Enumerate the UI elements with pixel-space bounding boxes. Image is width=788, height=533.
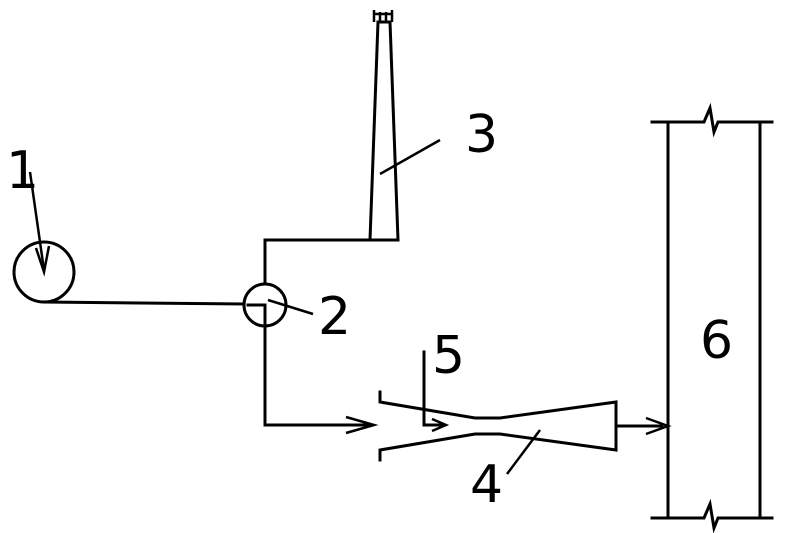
component-6-column: 6 — [650, 102, 774, 533]
label-2: 2 — [318, 287, 351, 347]
leader-line-1 — [28, 171, 46, 271]
label-6: 6 — [700, 311, 733, 371]
pipe-pump-to-valve — [42, 300, 246, 306]
arrow-head-inlet — [431, 417, 450, 433]
leader-line-2 — [267, 298, 314, 316]
label-3: 3 — [465, 105, 498, 165]
component-5-inlet: 5 — [422, 326, 465, 433]
component-1-pump: 1 — [6, 141, 246, 306]
arrow-head-to-ejector — [345, 415, 379, 435]
label-1: 1 — [6, 141, 39, 201]
column-top-break — [650, 102, 774, 138]
component-3-stack: 3 — [368, 10, 498, 242]
arrow-head-1 — [34, 245, 51, 277]
leader-line-3 — [379, 138, 441, 176]
stack-body — [368, 20, 400, 242]
component-4-ejector: 4 — [378, 390, 672, 515]
stack-top — [372, 10, 394, 22]
label-5: 5 — [432, 326, 465, 386]
ejector-body — [378, 390, 618, 462]
label-4: 4 — [470, 455, 503, 515]
component-2-valve: 2 — [242, 238, 379, 435]
leader-line-4 — [506, 429, 541, 475]
column-bottom-break — [650, 498, 774, 533]
